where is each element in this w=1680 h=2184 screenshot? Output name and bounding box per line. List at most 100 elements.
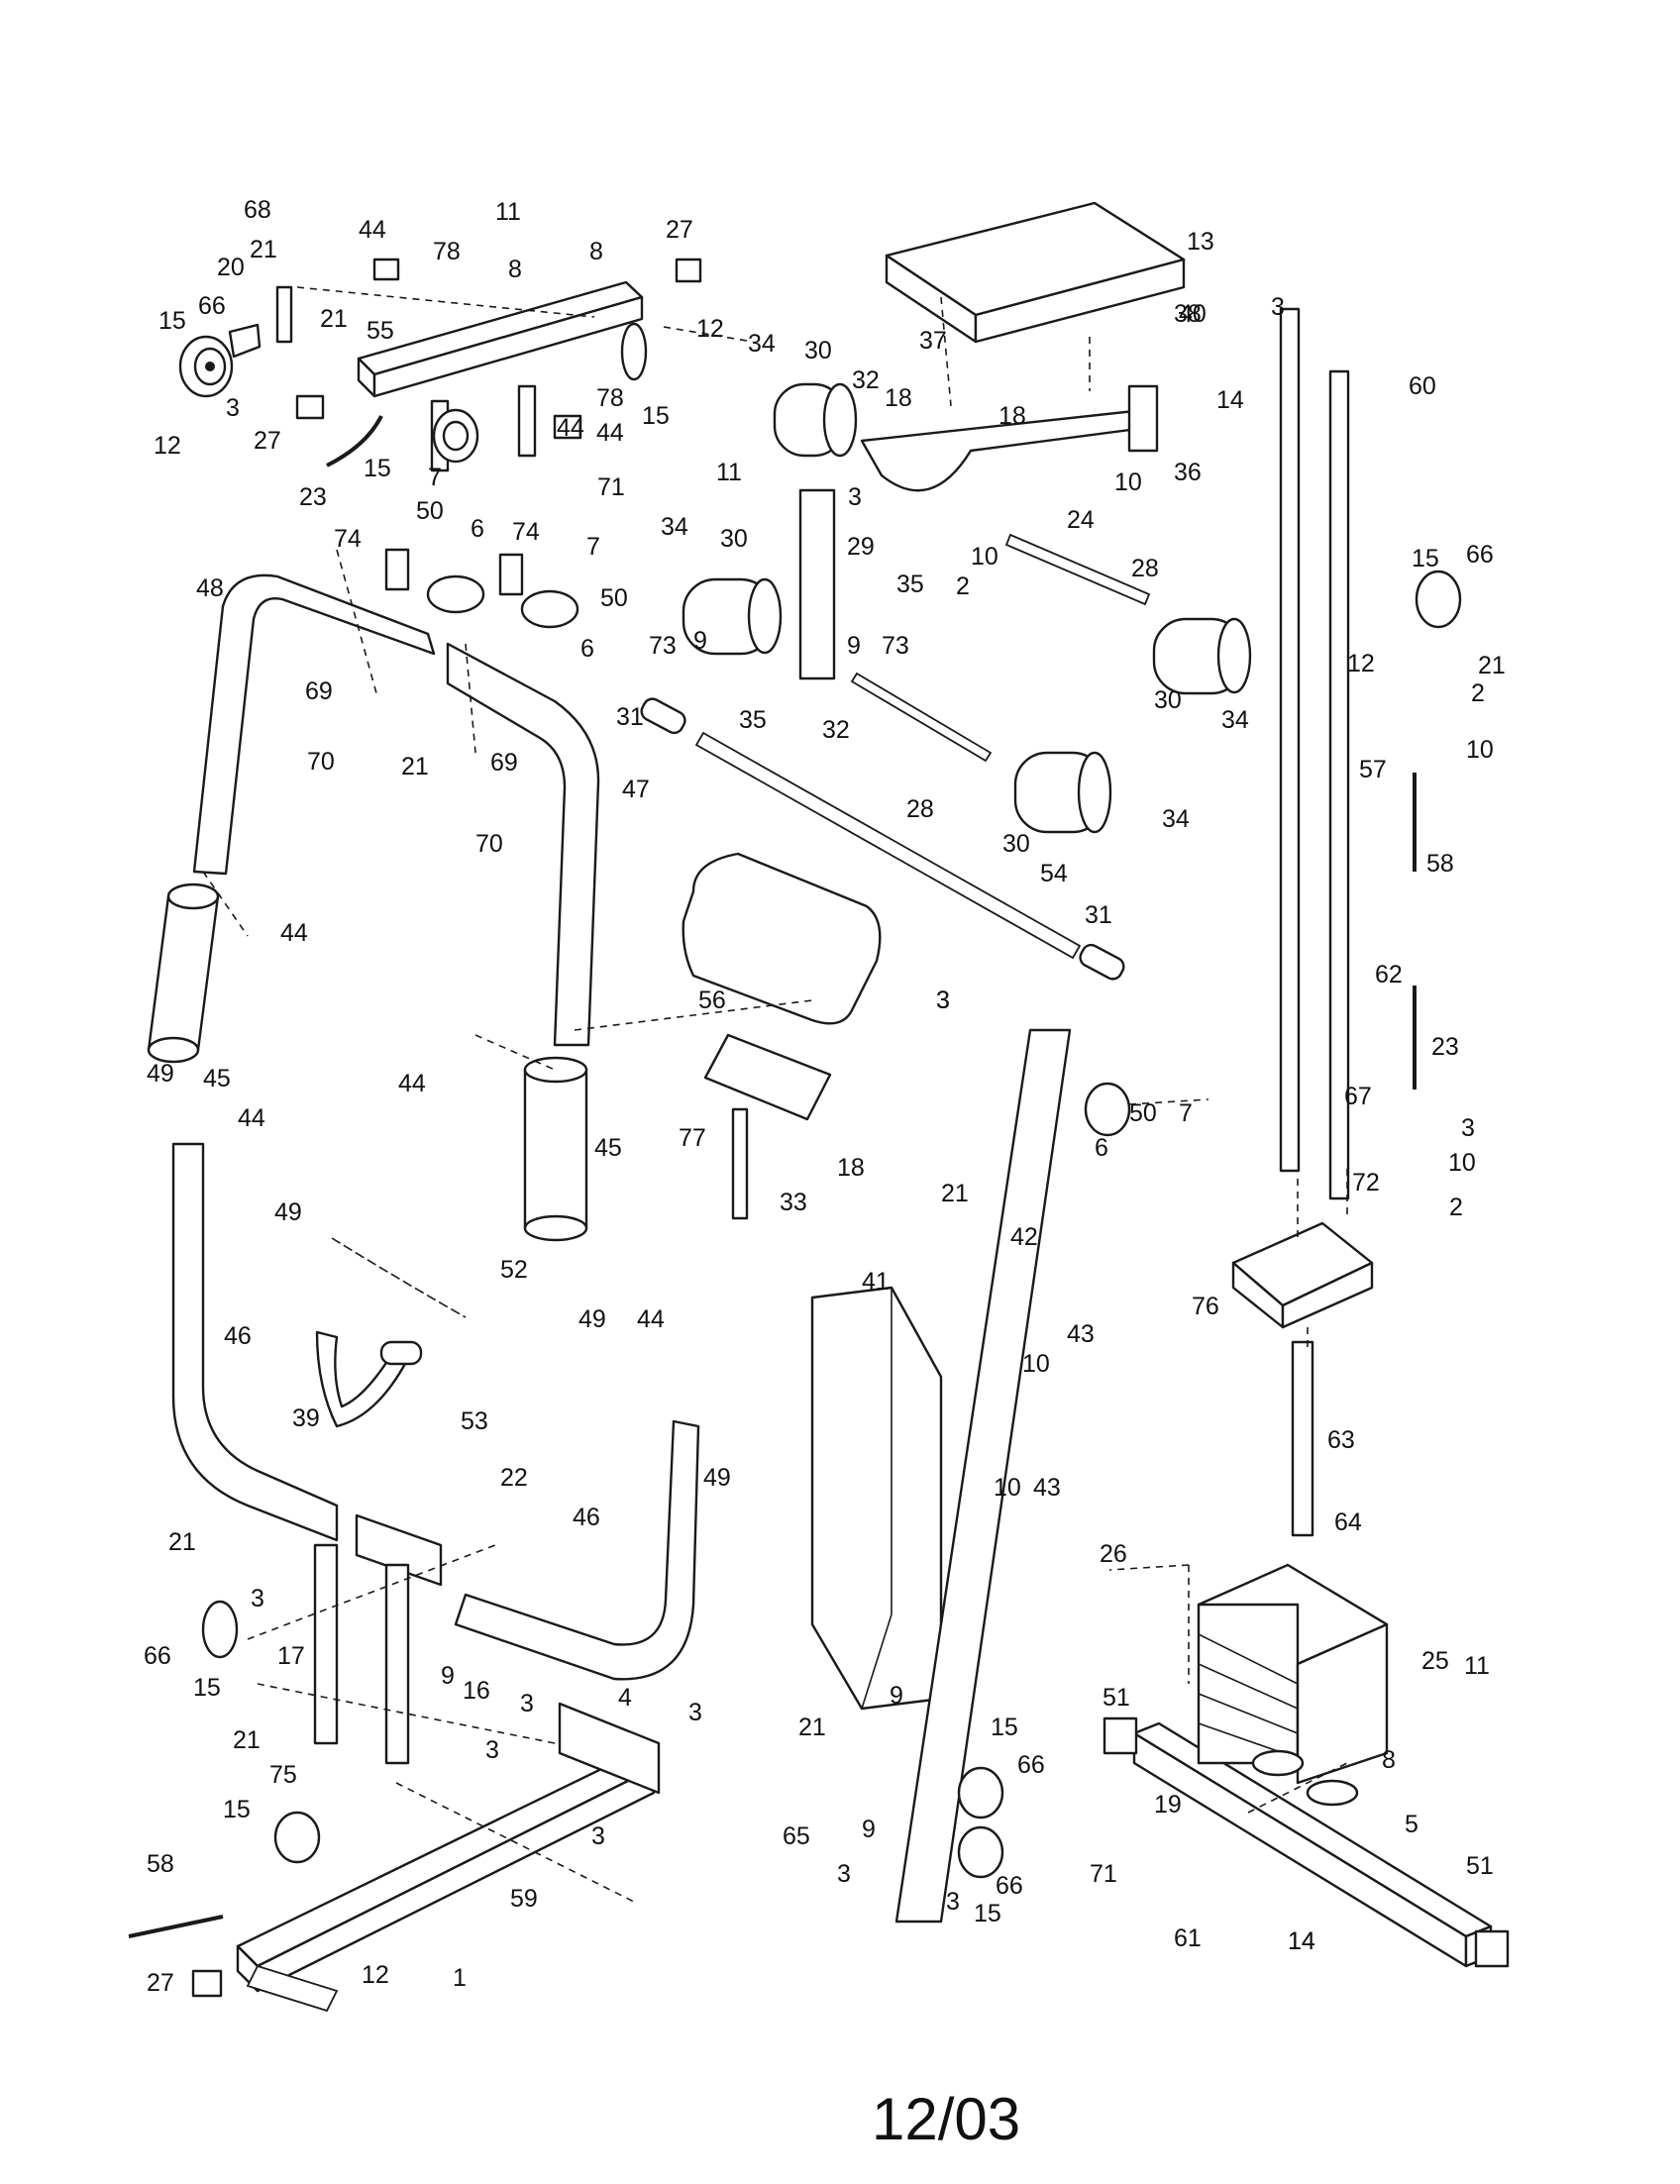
sleeve-31-top [640, 697, 686, 735]
part-label: 66 [1466, 541, 1494, 569]
part-label: 21 [250, 236, 277, 263]
part-label: 17 [277, 1642, 305, 1670]
part-label: 15 [1412, 545, 1439, 572]
part-label: 69 [490, 749, 518, 777]
end-cap-51-left [1102, 1716, 1138, 1755]
part-label: 74 [512, 518, 540, 546]
part-label: 21 [1478, 652, 1506, 679]
part-label: 43 [1033, 1474, 1061, 1502]
part-label: 21 [168, 1528, 196, 1556]
part-label: 6 [471, 515, 484, 543]
part-label: 14 [1216, 386, 1244, 414]
part-label: 3 [848, 483, 862, 511]
assembly-lines [202, 286, 1348, 1903]
bracket-17-top [355, 1513, 443, 1587]
part-label: 24 [1067, 506, 1095, 534]
base-frame-4 [236, 1702, 661, 2013]
part-label: 22 [500, 1464, 528, 1492]
part-label: 33 [780, 1189, 807, 1216]
part-label: 70 [475, 830, 503, 858]
part-label: 50 [600, 584, 628, 612]
part-label: 3 [946, 1888, 960, 1916]
selector-rod-63 [1291, 1340, 1314, 1537]
part-label: 10 [1114, 468, 1142, 496]
pulley-15-lower-left [201, 1600, 239, 1659]
part-label: 39 [292, 1404, 320, 1432]
part-label: 2 [956, 572, 970, 600]
seat-frame-36 [860, 409, 1139, 492]
part-label: 76 [1192, 1293, 1219, 1320]
part-label: 58 [1426, 850, 1454, 878]
part-label: 47 [622, 776, 650, 803]
part-label: 51 [1466, 1852, 1494, 1880]
cable-58-bottom [128, 1915, 224, 1938]
part-label: 6 [580, 635, 594, 663]
main-post-42 [894, 1028, 1072, 1924]
part-label: 70 [307, 748, 335, 776]
part-label: 14 [1288, 1927, 1315, 1955]
part-label: 44 [359, 216, 386, 244]
part-label: 32 [822, 716, 850, 744]
part-label: 7 [586, 533, 600, 561]
bench-pad-41 [810, 1286, 943, 1711]
page-number: 12/03 [872, 2086, 1020, 2152]
part-label: 3 [936, 987, 950, 1014]
part-label: 23 [1431, 1033, 1459, 1061]
part-label: 6 [1095, 1134, 1108, 1162]
arm-47 [446, 642, 600, 1047]
part-label: 77 [679, 1124, 706, 1152]
part-label: 68 [244, 196, 271, 224]
part-label: 44 [637, 1305, 665, 1333]
part-label: 50 [1129, 1099, 1157, 1127]
part-label: 31 [616, 703, 644, 731]
sleeve-74-left [384, 548, 410, 591]
sleeve-31-bottom [1079, 943, 1125, 981]
part-label: 66 [996, 1872, 1023, 1900]
part-label: 34 [661, 513, 688, 541]
rod-54 [694, 731, 1082, 960]
part-label: 49 [703, 1464, 731, 1492]
part-label: 3 [251, 1585, 264, 1612]
part-label: 21 [941, 1180, 969, 1207]
part-label: 5 [1405, 1811, 1418, 1838]
part-label: 28 [1131, 555, 1159, 582]
part-label: 27 [147, 1969, 174, 1997]
part-label: 3 [591, 1822, 605, 1850]
part-label: 66 [1017, 1751, 1045, 1779]
part-label: 30 [804, 337, 832, 364]
part-label: 14 [1288, 1927, 1315, 1955]
part-label: 53 [461, 1407, 488, 1435]
part-label: 37 [919, 327, 947, 355]
part-label: 9 [862, 1816, 876, 1843]
arm-46-right [454, 1419, 700, 1681]
roller-pad-45-left [147, 883, 220, 1064]
part-label: 3 [936, 987, 950, 1014]
washer-19-b [1306, 1779, 1359, 1807]
part-label: 12 [154, 432, 181, 460]
rod-28-lower [850, 672, 993, 763]
part-label: 75 [269, 1761, 297, 1789]
part-label: 10 [971, 543, 998, 571]
pulley-6-left [426, 574, 485, 614]
part-label: 11 [495, 198, 521, 226]
pulley-15-center-hub [442, 420, 470, 452]
part-label: 59 [510, 1885, 538, 1913]
pulley-15-right-upper [1415, 570, 1462, 629]
part-label: 65 [783, 1822, 810, 1850]
pad-bracket-leg [731, 1107, 749, 1220]
part-label: 44 [557, 414, 584, 442]
part-label: 23 [299, 483, 327, 511]
bracket-17-right [384, 1563, 410, 1765]
rod-28-upper [1004, 533, 1151, 606]
part-label: 32 [852, 366, 880, 394]
part-label: 9 [693, 627, 707, 655]
parts-drawing [128, 201, 1510, 2013]
part-label: 61 [1174, 1924, 1202, 1952]
part-label: 67 [1344, 1083, 1372, 1110]
part-label: 11 [716, 459, 742, 486]
part-label: 41 [862, 1268, 890, 1296]
pulley-15-post-upper [957, 1766, 1004, 1820]
part-label: 35 [896, 571, 924, 598]
part-label: 31 [1085, 901, 1112, 929]
